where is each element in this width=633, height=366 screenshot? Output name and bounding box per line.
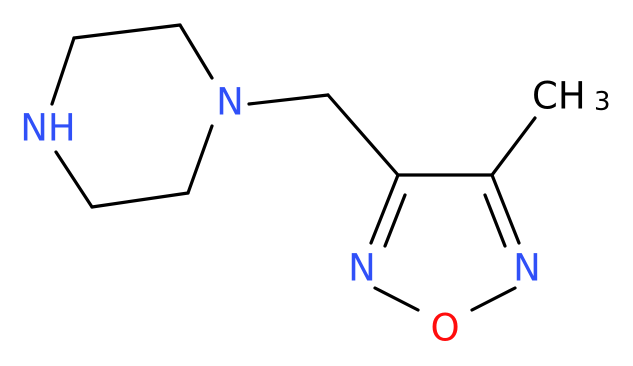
bond-c3-n-left-double xyxy=(383,193,407,248)
piperazine-ring xyxy=(50,23,214,209)
atom-o-oxadiazole: O xyxy=(430,307,459,350)
bond-c3-c4 xyxy=(90,191,190,209)
bond-n4-c3 xyxy=(186,124,214,195)
bond-c4-nh xyxy=(54,150,94,209)
atom-n-oxadiazole-left: N xyxy=(348,247,376,290)
bond-n-left-o xyxy=(373,286,420,312)
atom-methyl: CH 3 xyxy=(532,75,611,118)
methyl-subscript: 3 xyxy=(594,87,611,117)
bond-c4-methyl xyxy=(490,116,537,177)
bond-c4-n-right xyxy=(490,173,521,245)
bond-c1-c2 xyxy=(72,23,182,40)
bond-n4-ch2 xyxy=(247,93,330,106)
bond-c4-n-right-double xyxy=(483,193,507,248)
atom-n-piperazine: N xyxy=(216,81,244,124)
bond-c2-n4 xyxy=(178,23,214,80)
bond-c3-n-left xyxy=(369,173,400,245)
methylene-linker xyxy=(247,93,400,177)
methyl-label: CH xyxy=(532,75,586,118)
atom-nh: NH xyxy=(20,107,76,150)
atom-n-oxadiazole-right: N xyxy=(513,247,541,290)
bond-o-n-right xyxy=(470,286,517,312)
bond-ch2-c3ring xyxy=(326,93,400,177)
oxadiazole-ring xyxy=(369,173,521,312)
bond-nh-c1 xyxy=(50,36,76,106)
